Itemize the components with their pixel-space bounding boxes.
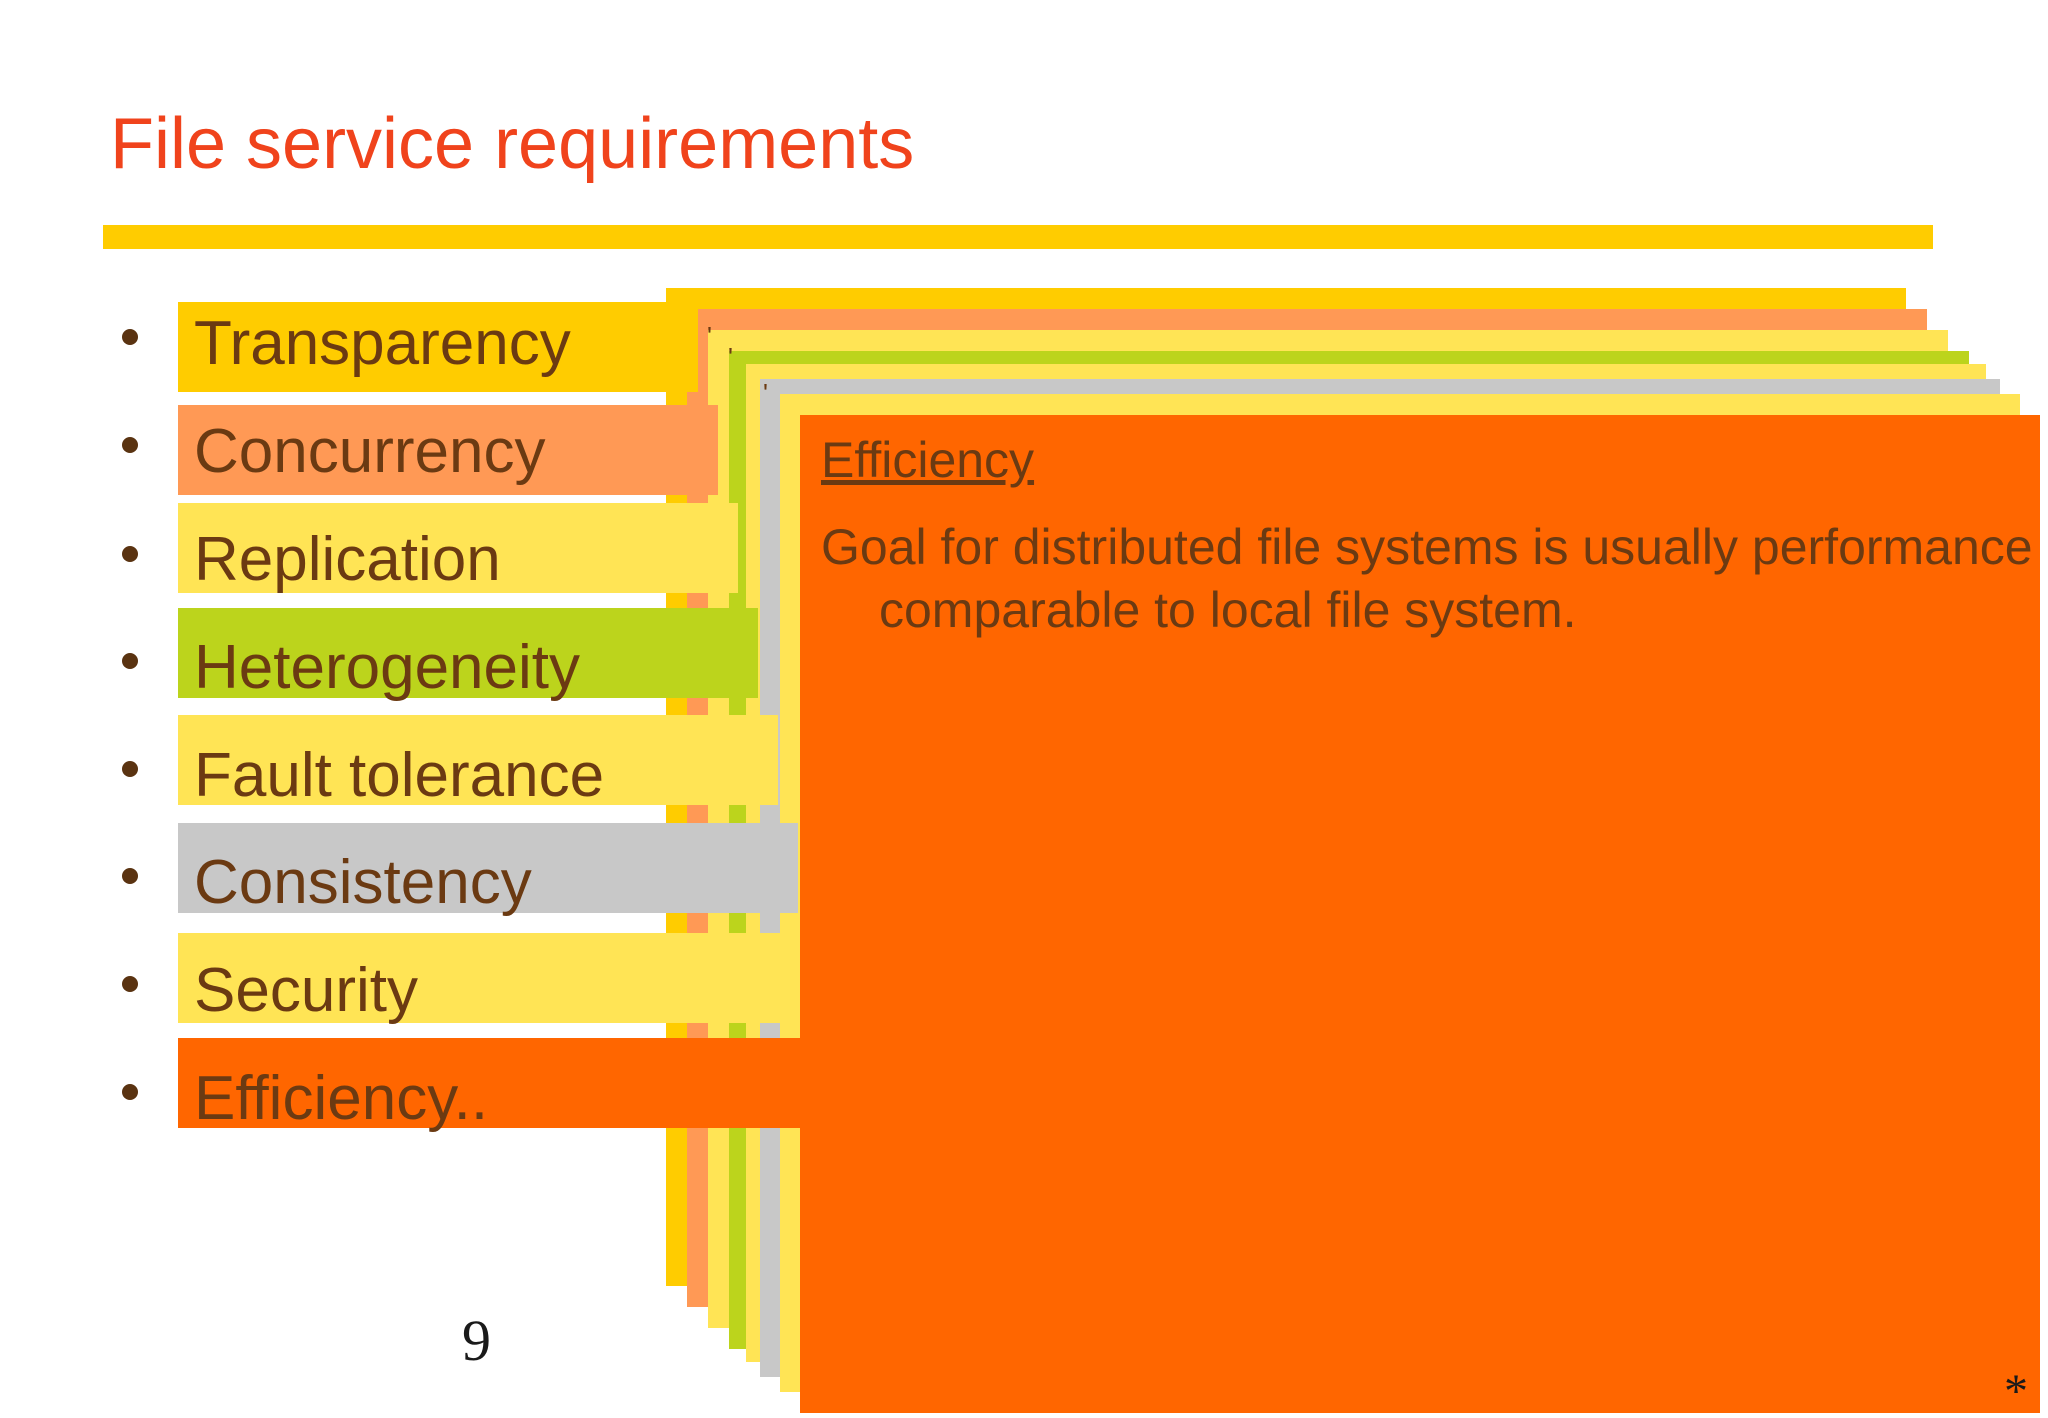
slide-title: File service requirements: [110, 104, 915, 184]
requirement-bar-heterogeneity: [178, 608, 758, 698]
page-number: 9: [462, 1308, 491, 1373]
stacked-card-tick: ': [728, 342, 733, 372]
detail-body-text: Goal for distributed file systems is usu…: [821, 519, 2033, 638]
requirement-label-replication: Replication: [194, 525, 501, 594]
stacked-card-tick: ': [763, 378, 768, 408]
requirement-label-concurrency: Concurrency: [194, 417, 546, 486]
title-underline-bar: [103, 225, 1933, 249]
requirement-bar-transparency: [178, 302, 698, 392]
bullet-dot: [122, 976, 138, 992]
requirement-bar-fault-tolerance: [178, 715, 778, 805]
stacked-card-tick: ': [707, 321, 712, 351]
requirement-label-heterogeneity: Heterogeneity: [194, 633, 581, 702]
detail-card-efficiency: [800, 415, 2040, 1413]
requirement-bar-consistency: [178, 823, 798, 913]
requirement-bar-concurrency: [178, 405, 718, 495]
requirement-bar-efficiency: [178, 1038, 838, 1128]
bullet-dot: [122, 437, 138, 453]
corner-asterisk: *: [2004, 1365, 2028, 1418]
requirement-bar-replication: [178, 503, 738, 593]
requirement-label-fault-tolerance: Fault tolerance: [194, 741, 605, 810]
bullet-dot: [122, 329, 138, 345]
bullet-dot: [122, 1084, 138, 1100]
bullet-dot: [122, 868, 138, 884]
requirement-label-efficiency: Efficiency..: [194, 1064, 489, 1133]
detail-heading: Efficiency: [821, 432, 1035, 488]
requirement-label-transparency: Transparency: [194, 309, 571, 378]
requirement-bar-security: [178, 933, 818, 1023]
bullet-dot: [122, 761, 138, 777]
bullet-dot: [122, 546, 138, 562]
bullet-dot: [122, 653, 138, 669]
requirement-label-consistency: Consistency: [194, 848, 532, 917]
requirement-label-security: Security: [194, 956, 418, 1025]
